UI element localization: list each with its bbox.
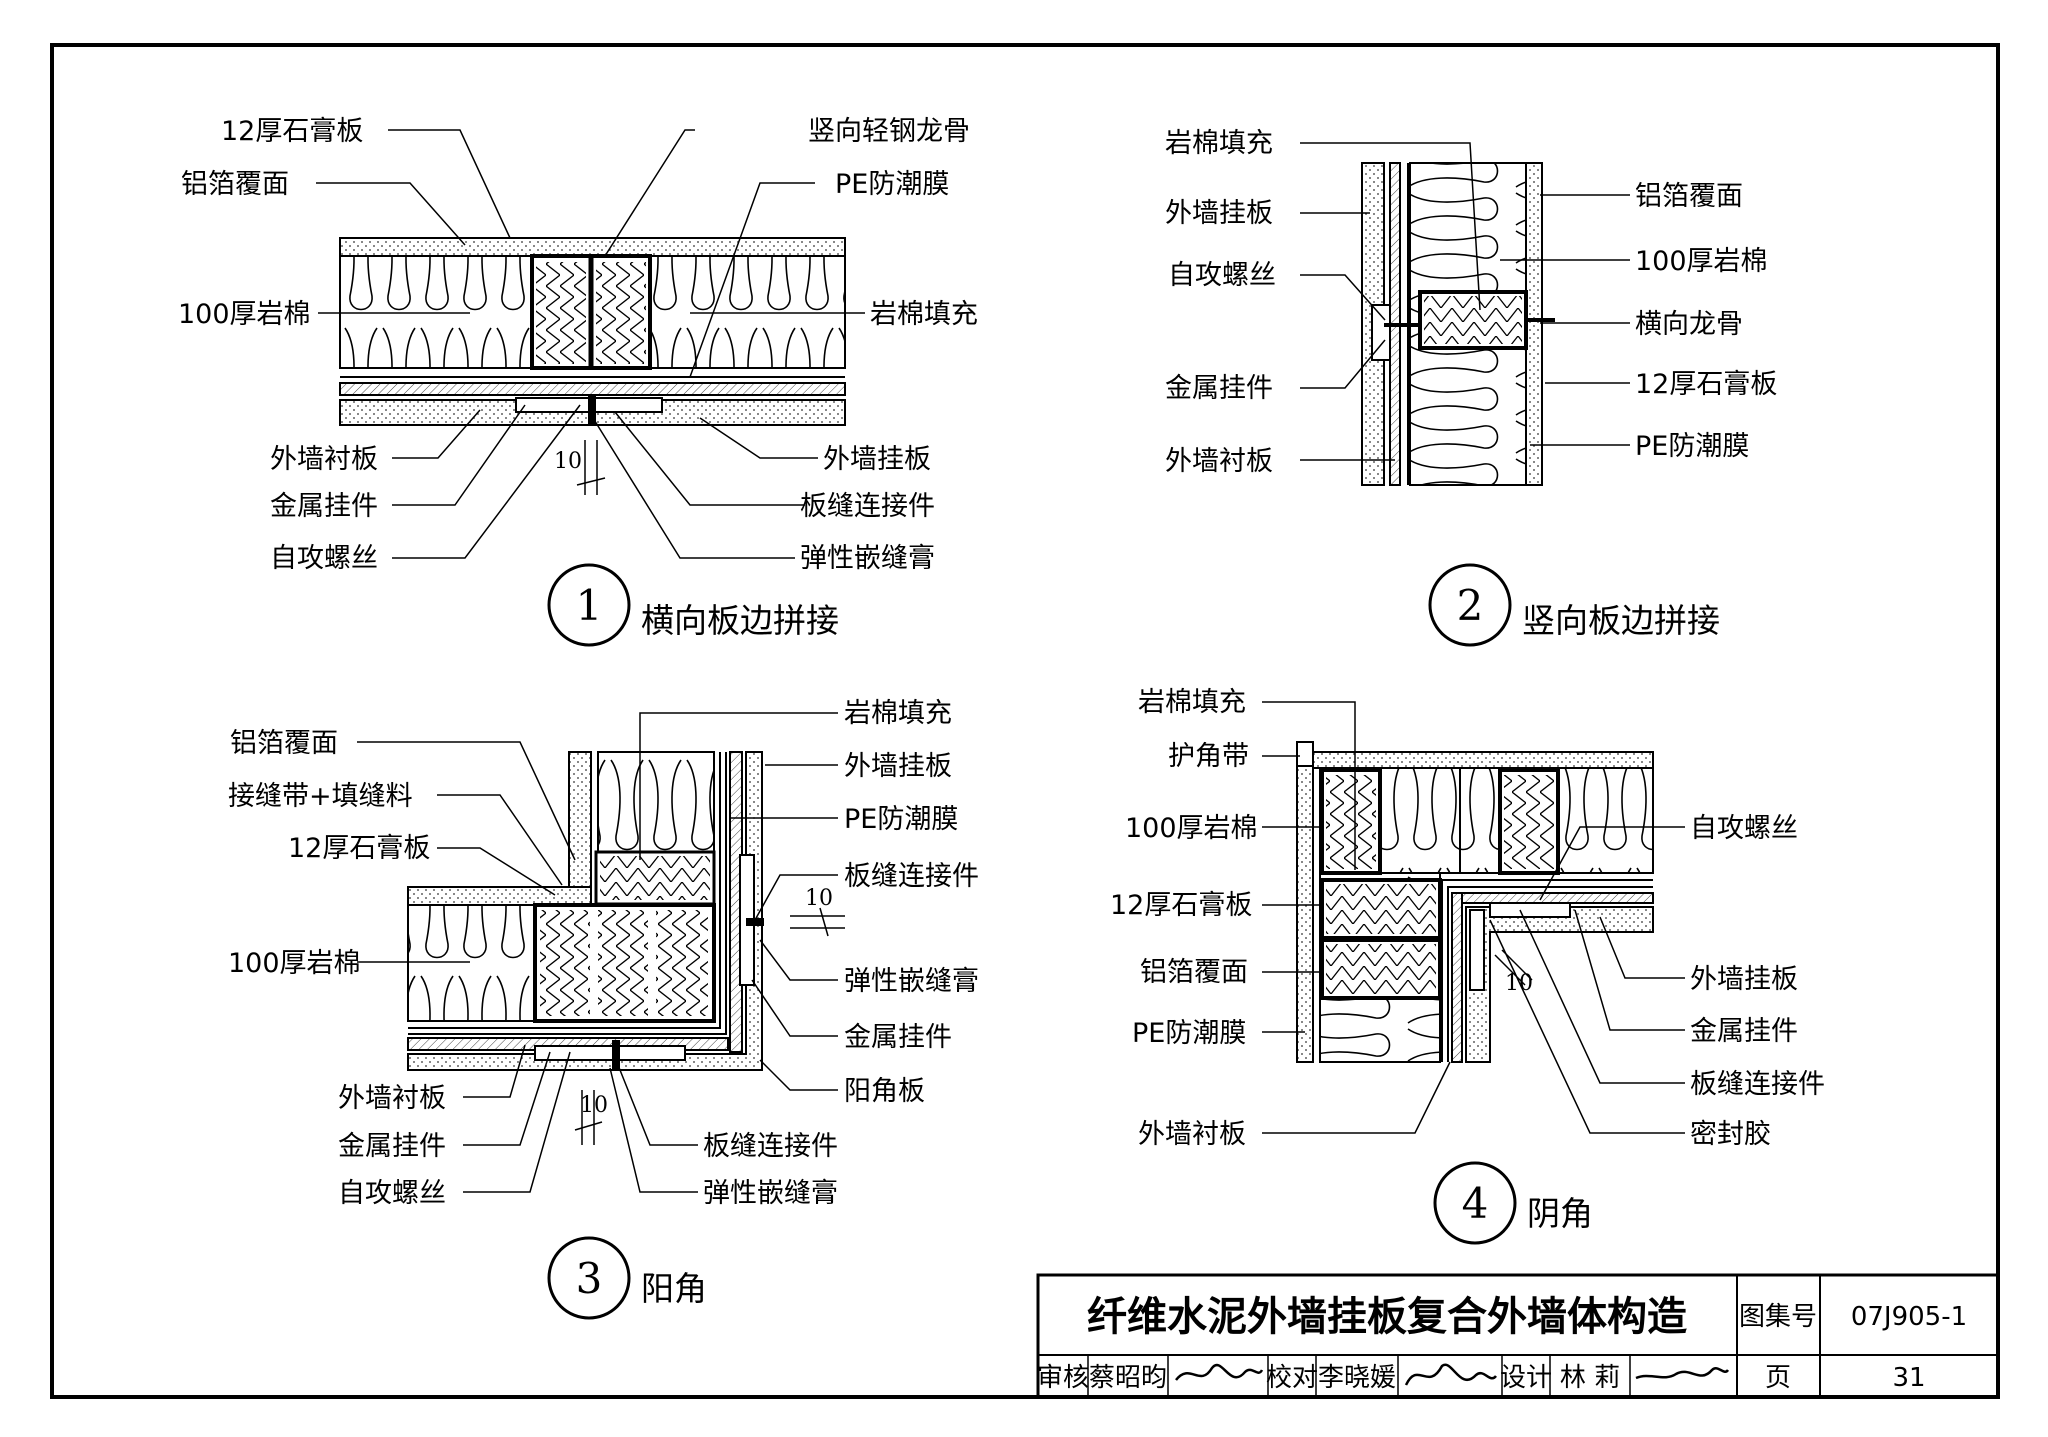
titleblock-atlas-no: 07J905-1 [1851,1302,1967,1332]
d1-label-connector: 板缝连接件 [800,491,935,522]
d4-label-screw: 自攻螺丝 [1690,813,1798,844]
d4-label-gypsum: 12厚石膏板 [1110,890,1252,921]
d1-label-screw: 自攻螺丝 [270,543,378,574]
titleblock-page-no: 31 [1892,1363,1925,1393]
d1-label-wool100: 100厚岩棉 [178,299,311,330]
titleblock-design: 设计 [1500,1363,1552,1393]
d4-label-corner-bead: 护角带 [1168,741,1249,772]
d3-label-screw: 自攻螺丝 [338,1178,446,1209]
d3-label-lining: 外墙衬板 [338,1083,446,1114]
d2-label-lining: 外墙衬板 [1165,446,1273,477]
d3-number: 3 [576,1254,603,1303]
d1-label-clip: 金属挂件 [270,491,378,522]
detail-3-outside-corner: 10 10 [357,712,845,1193]
d2-label-wool100: 100厚岩棉 [1635,246,1768,277]
d1-label-foil: 铝箔覆面 [181,169,289,200]
titleblock-page-label: 页 [1765,1363,1791,1393]
designer-signature [1635,1367,1730,1380]
sheet-border [50,43,2000,1399]
d2-label-gypsum: 12厚石膏板 [1635,369,1777,400]
d2-label-clip: 金属挂件 [1165,373,1273,404]
d3-label-corner: 阳角板 [844,1076,925,1107]
d3-dim-2: 10 [805,886,833,911]
d3-label-pe: PE防潮膜 [844,804,958,835]
d1-label-lining: 外墙衬板 [270,444,378,475]
d2-label-foil: 铝箔覆面 [1635,181,1743,212]
detail-1-dim: 10 [554,449,582,474]
d2-label-wool-fill: 岩棉填充 [1165,128,1273,159]
d3-label-foil: 铝箔覆面 [230,728,338,759]
detail-4-inside-corner: 10 [1262,701,1685,1134]
d4-label-wool100: 100厚岩棉 [1125,813,1258,844]
d1-label-pe: PE防潮膜 [835,169,949,200]
titleblock-review: 审核 [1037,1363,1089,1393]
d2-number: 2 [1457,581,1484,630]
d3-label-wool100: 100厚岩棉 [228,948,361,979]
d2-title: 竖向板边拼接 [1522,601,1720,640]
d3-label-connector2: 板缝连接件 [703,1131,838,1162]
d4-label-wool-fill: 岩棉填充 [1138,687,1246,718]
d3-label-gypsum: 12厚石膏板 [288,833,430,864]
titleblock-check: 校对 [1266,1363,1318,1393]
titleblock-reviewer: 蔡昭昀 [1089,1363,1167,1393]
titleblock-designer: 林 莉 [1560,1363,1620,1393]
d3-dim-1: 10 [580,1093,608,1118]
d2-label-pe: PE防潮膜 [1635,431,1749,462]
d4-label-panel: 外墙挂板 [1690,964,1798,995]
d3-label-wool-fill: 岩棉填充 [844,698,952,729]
d4-label-clip: 金属挂件 [1690,1016,1798,1047]
d1-title: 横向板边拼接 [641,601,839,640]
d1-label-panel: 外墙挂板 [823,444,931,475]
d3-label-clip: 金属挂件 [844,1022,952,1053]
titleblock-title: 纤维水泥外墙挂板复合外墙体构造 [1087,1294,1687,1340]
titleblock-checker: 李晓媛 [1318,1363,1396,1393]
d3-label-connector: 板缝连接件 [844,861,979,892]
d1-number: 1 [576,581,603,630]
detail-4-number-circle [1433,1161,1517,1245]
detail-3-number-circle [547,1236,631,1320]
d1-label-gypsum: 12厚石膏板 [221,116,363,147]
detail-1-number-circle [547,563,631,647]
d3-label-panel: 外墙挂板 [844,751,952,782]
d4-title: 阴角 [1527,1194,1593,1233]
checker-signature [1404,1363,1497,1386]
d2-label-h-keel: 横向龙骨 [1635,309,1743,340]
d4-label-lining: 外墙衬板 [1138,1119,1246,1150]
d4-number: 4 [1462,1179,1489,1228]
detail-2-vertical-joint [1300,142,1630,486]
d3-label-clip2: 金属挂件 [338,1131,446,1162]
d3-label-tape: 接缝带+填缝料 [228,781,413,812]
title-block [1036,1273,2000,1399]
d1-label-steel-stud: 竖向轻钢龙骨 [808,116,970,147]
titleblock-atlas-label: 图集号 [1739,1302,1817,1332]
d2-label-screw: 自攻螺丝 [1168,260,1276,291]
d3-label-sealant2: 弹性嵌缝膏 [703,1178,838,1209]
d4-label-connector: 板缝连接件 [1690,1069,1825,1100]
d4-label-foil: 铝箔覆面 [1140,957,1248,988]
d2-label-panel: 外墙挂板 [1165,198,1273,229]
d1-label-wool-fill: 岩棉填充 [870,299,978,330]
d4-label-seal: 密封胶 [1690,1119,1771,1150]
d1-label-sealant: 弹性嵌缝膏 [800,543,935,574]
d3-label-sealant: 弹性嵌缝膏 [844,966,979,997]
reviewer-signature [1175,1364,1264,1381]
d4-label-pe: PE防潮膜 [1132,1018,1246,1049]
detail-2-number-circle [1428,563,1512,647]
d3-title: 阳角 [641,1269,707,1308]
detail-1-horizontal-joint: 10 [316,129,865,559]
